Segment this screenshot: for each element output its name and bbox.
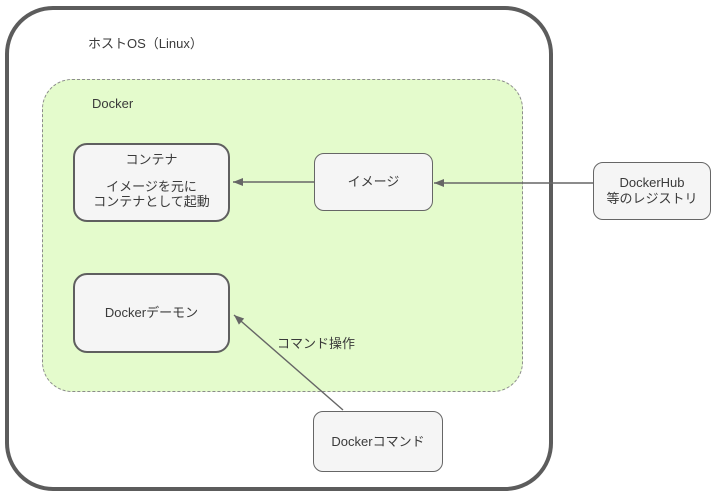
daemon-node-label: Dockerデーモン bbox=[104, 305, 199, 320]
registry-node-line1: DockerHub bbox=[619, 175, 685, 190]
registry-node-line2: 等のレジストリ bbox=[606, 191, 698, 206]
container-node-desc-line1: イメージを元に bbox=[106, 179, 197, 194]
daemon-node: Dockerデーモン bbox=[73, 273, 230, 353]
container-node-desc-line2: コンテナとして起動 bbox=[93, 194, 210, 209]
container-node: コンテナ イメージを元に コンテナとして起動 bbox=[73, 143, 230, 222]
container-node-title: コンテナ bbox=[125, 152, 178, 167]
registry-node: DockerHub 等のレジストリ bbox=[593, 162, 711, 220]
image-node: イメージ bbox=[314, 153, 433, 211]
image-node-label: イメージ bbox=[347, 174, 400, 189]
command-node: Dockerコマンド bbox=[313, 411, 443, 472]
host-os-label: ホストOS（Linux） bbox=[88, 36, 203, 51]
command-node-label: Dockerコマンド bbox=[331, 433, 425, 449]
docker-group-label: Docker bbox=[92, 96, 134, 111]
edge-label-command-operation: コマンド操作 bbox=[277, 336, 356, 351]
